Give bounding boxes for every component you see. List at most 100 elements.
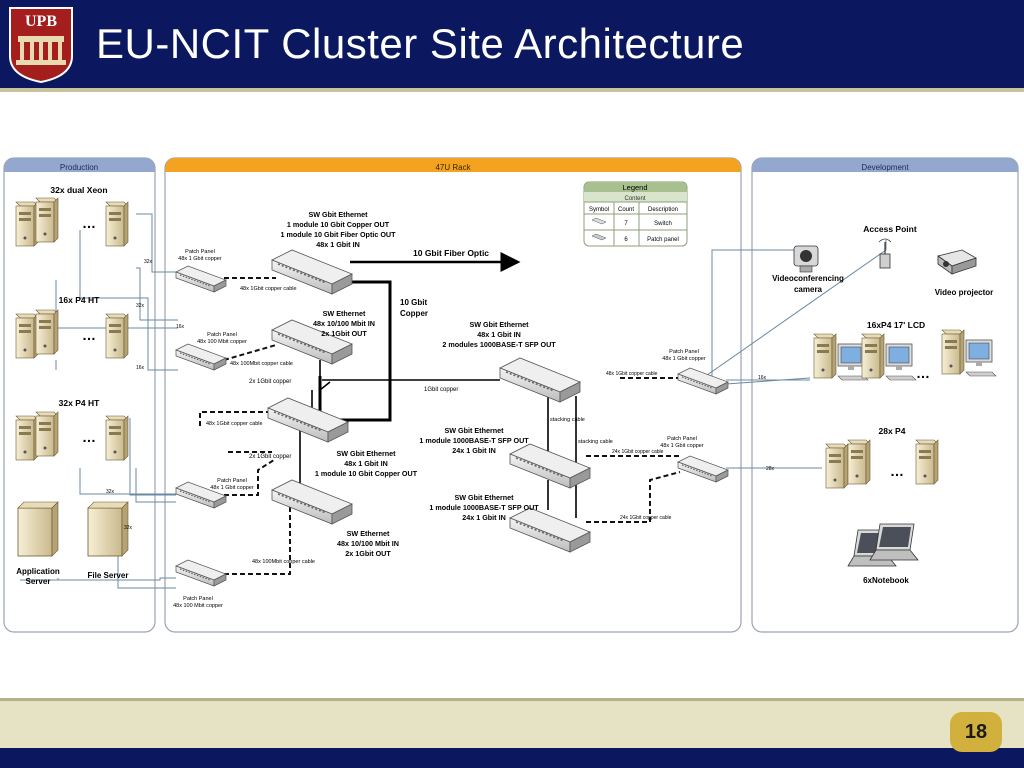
sw6-label-3: 24x 1 Gbit IN bbox=[452, 446, 496, 455]
svg-text:…: … bbox=[82, 429, 96, 445]
sw6-label-1: SW Gbit Ethernet bbox=[444, 426, 504, 435]
label-n16x-b: 16x bbox=[136, 365, 145, 371]
legend: Legend Content Symbol Count Description … bbox=[583, 181, 688, 247]
label-video-cam-2: camera bbox=[794, 285, 823, 294]
sw7-label-1: SW Gbit Ethernet bbox=[454, 493, 514, 502]
notebook-icon bbox=[847, 523, 919, 567]
sw5-label-1: SW Gbit Ethernet bbox=[469, 320, 529, 329]
label-gbit-cable-r2: 24x 1Gbit copper cable bbox=[612, 449, 664, 455]
sw4-label-3: 2x 1Gbit OUT bbox=[345, 549, 391, 558]
svg-text:…: … bbox=[916, 365, 930, 381]
label-two-gbit-b: 2x 1Gbit copper bbox=[249, 454, 291, 460]
development-panel: Development bbox=[751, 157, 1019, 633]
legend-title: Legend bbox=[622, 183, 647, 192]
svg-text:…: … bbox=[82, 327, 96, 343]
pp2-label-2: 48x 100 Mbit copper bbox=[197, 339, 247, 345]
lcd-workstations: … bbox=[814, 330, 996, 381]
upb-logo: UPB bbox=[9, 7, 73, 84]
label-app-server-1: Application bbox=[16, 567, 60, 576]
sw2-label-2: 48x 10/100 Mbit IN bbox=[313, 319, 375, 328]
slide-title: EU-NCIT Cluster Site Architecture bbox=[96, 20, 745, 67]
sw1-label-3: 1 module 10 Gbit Fiber Optic OUT bbox=[280, 230, 396, 239]
label-copper10-2: Copper bbox=[400, 309, 428, 318]
xeon-servers: … bbox=[15, 197, 129, 247]
legend-header-description: Description bbox=[648, 207, 678, 213]
label-two-gbit-a: 2x 1Gbit copper bbox=[249, 379, 291, 385]
pp6-label-1: Patch Panel bbox=[667, 436, 697, 442]
uplinks bbox=[299, 360, 577, 518]
label-fiber: 10 Gbit Fiber Optic bbox=[413, 248, 489, 258]
sw1-label-4: 48x 1 Gbit IN bbox=[316, 240, 360, 249]
p4ht16-servers: … bbox=[15, 309, 129, 359]
pp1-label-2: 48x 1 Gbit copper bbox=[178, 256, 222, 262]
legend-subtitle: Content bbox=[624, 196, 645, 202]
sw2-label-3: 2x 1Gbit OUT bbox=[321, 329, 367, 338]
sw2-label-1: SW Ethernet bbox=[323, 309, 366, 318]
label-app-server-2: Server bbox=[26, 577, 51, 586]
pp5-label-1: Patch Panel bbox=[669, 349, 699, 355]
label-xeon: 32x dual Xeon bbox=[50, 185, 107, 195]
dashed-cables bbox=[199, 277, 690, 575]
pp1-label-1: Patch Panel bbox=[185, 249, 215, 255]
label-notebook: 6xNotebook bbox=[863, 576, 909, 585]
svg-text:UPB: UPB bbox=[25, 13, 57, 30]
label-n32x-a: 32x bbox=[144, 259, 153, 265]
legend-header-count: Count bbox=[618, 207, 634, 213]
label-one-gbit: 1Gbit copper bbox=[424, 387, 458, 393]
label-gbit-cable-b: 48x 1Gbit copper cable bbox=[206, 421, 263, 427]
p4ht32-servers: … bbox=[15, 411, 129, 461]
legend-header-symbol: Symbol bbox=[589, 207, 609, 213]
pp4-label-1: Patch Panel bbox=[183, 596, 213, 602]
patch-panel-icon bbox=[591, 233, 607, 241]
switch-icon bbox=[591, 217, 607, 225]
label-mbit-cable: 48x 100Mbit copper cable bbox=[230, 361, 293, 367]
label-n32x-d: 32x bbox=[124, 525, 133, 531]
label-gbit-cable-r3: 24x 1Gbit copper cable bbox=[620, 515, 672, 521]
sw5-label-3: 2 modules 1000BASE-T SFP OUT bbox=[442, 340, 556, 349]
label-video-cam-1: Videoconferencing bbox=[772, 274, 844, 283]
legend-description-patch: Patch panel bbox=[647, 237, 679, 243]
p4-workstations: … bbox=[825, 439, 939, 489]
pp5-label-2: 48x 1 Gbit copper bbox=[662, 356, 706, 362]
label-gbit-cable: 48x 1Gbit copper cable bbox=[240, 286, 297, 292]
label-copper10-1: 10 Gbit bbox=[400, 298, 427, 307]
header-divider bbox=[0, 88, 1024, 92]
sw5-label-2: 48x 1 Gbit IN bbox=[477, 330, 521, 339]
label-n16x-a: 16x bbox=[176, 324, 185, 330]
network-diagram: Production 47U Rack Development bbox=[3, 157, 1019, 633]
pp2-label-1: Patch Panel bbox=[207, 332, 237, 338]
label-p4ht32: 32x P4 HT bbox=[59, 398, 100, 408]
pp4-label-2: 48x 100 Mbit copper bbox=[173, 603, 223, 609]
legend-description-switch: Switch bbox=[654, 221, 672, 227]
sw1-label-2: 1 module 10 Gbit Copper OUT bbox=[287, 220, 390, 229]
svg-text:…: … bbox=[890, 463, 904, 479]
access-point-icon bbox=[878, 238, 892, 269]
slide-header bbox=[0, 0, 1024, 88]
label-n16x-r: 16x bbox=[758, 375, 767, 381]
sw3-label-2: 48x 1 Gbit IN bbox=[344, 459, 388, 468]
label-file-server: File Server bbox=[88, 571, 129, 580]
sw7-label-3: 24x 1 Gbit IN bbox=[462, 513, 506, 522]
sw7-label-2: 1 module 1000BASE-T SFP OUT bbox=[429, 503, 539, 512]
application-server bbox=[17, 501, 59, 557]
video-projector-icon bbox=[937, 249, 977, 275]
rack-panel-title: 47U Rack bbox=[435, 163, 471, 172]
footer-band bbox=[0, 698, 1024, 749]
file-server bbox=[87, 501, 129, 557]
pp3-label-2: 48x 1 Gbit copper bbox=[210, 485, 254, 491]
page-number: 18 bbox=[950, 712, 1002, 752]
label-gbit-cable-r1: 48x 1Gbit copper cable bbox=[606, 371, 658, 377]
label-n32x-b: 32x bbox=[136, 303, 145, 309]
label-access-point: Access Point bbox=[863, 224, 917, 234]
svg-text:…: … bbox=[82, 215, 96, 231]
label-lcd: 16xP4 17' LCD bbox=[867, 320, 925, 330]
pp6-label-2: 48x 1 Gbit copper bbox=[660, 443, 704, 449]
sw4-label-1: SW Ethernet bbox=[347, 529, 390, 538]
videoconferencing-camera-icon bbox=[793, 245, 819, 273]
label-p4-28: 28x P4 bbox=[879, 426, 906, 436]
label-p4ht16: 16x P4 HT bbox=[59, 295, 100, 305]
production-panel-title: Production bbox=[60, 163, 98, 172]
label-n32x-c: 32x bbox=[106, 489, 115, 495]
sw3-label-3: 1 module 10 Gbit Copper OUT bbox=[315, 469, 418, 478]
pp3-label-1: Patch Panel bbox=[217, 478, 247, 484]
